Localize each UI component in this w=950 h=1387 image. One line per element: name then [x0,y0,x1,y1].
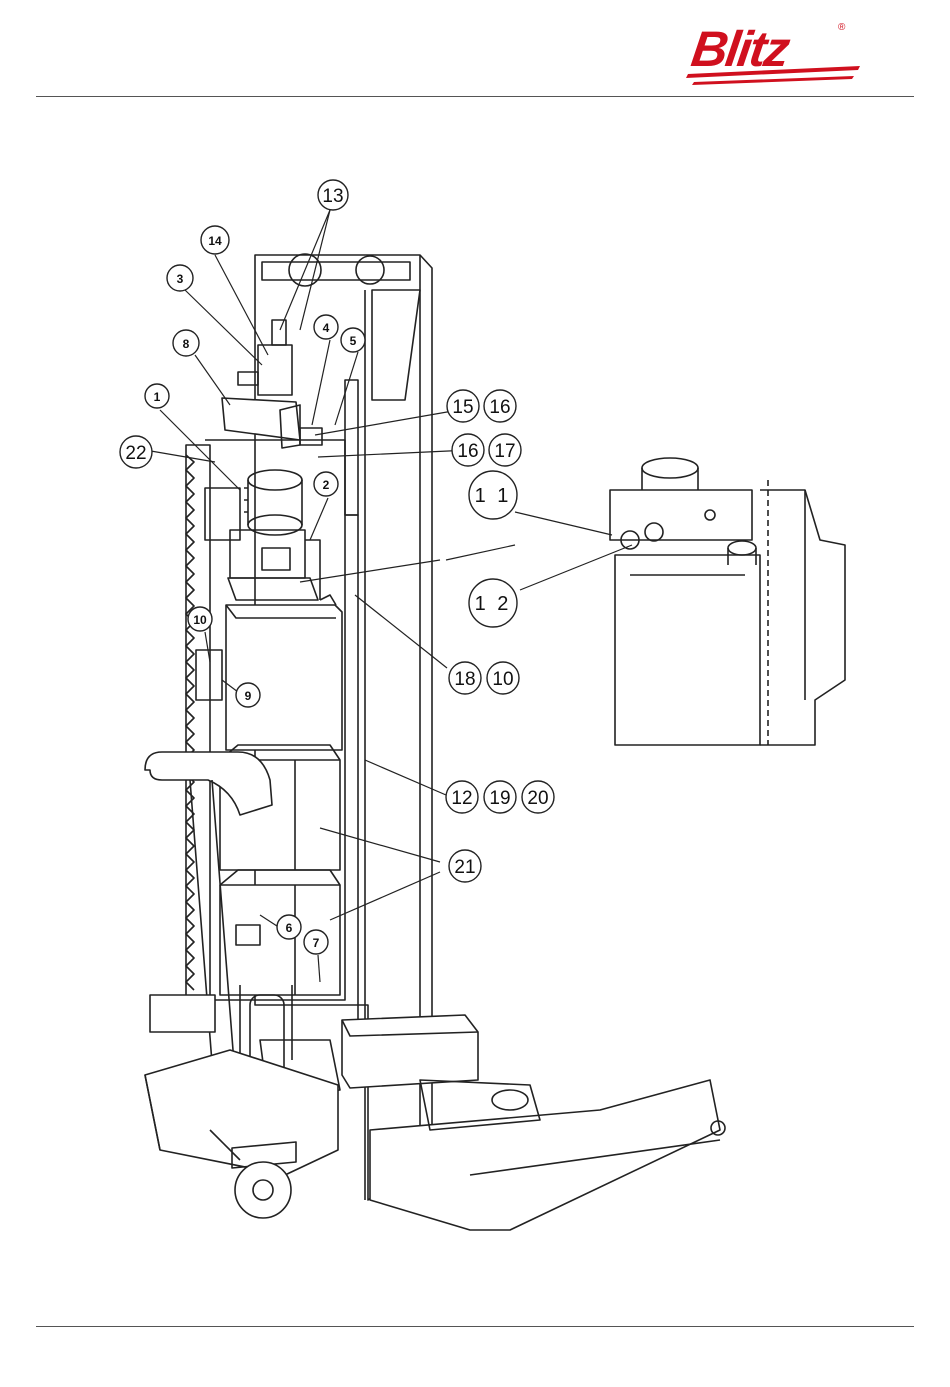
callout-9: 9 [245,689,252,703]
callout-12: 12 [451,788,472,809]
callout-15: 15 [452,397,473,418]
callout-13: 13 [322,186,343,207]
callout-2: 2 [323,478,330,492]
callout-18: 18 [454,669,475,690]
callout-5: 5 [350,334,357,348]
callout-7: 7 [313,936,320,950]
callout-3: 3 [177,272,184,286]
callout-14: 14 [208,234,222,248]
callout-16-upper: 16 [489,397,510,418]
pump-detail-inset [610,458,860,745]
callout-22: 22 [125,443,146,464]
callout-16-lower: 16 [457,441,478,462]
callout-4: 4 [323,321,330,335]
callout-8: 8 [183,337,190,351]
callout-17: 17 [494,441,515,462]
callout-20: 20 [527,788,548,809]
callout-11: 1 1 [475,485,512,507]
callout-21: 21 [454,857,475,878]
callout-6: 6 [286,921,293,935]
callout-10-left: 10 [193,613,207,627]
callout-10-right: 10 [492,669,513,690]
callout-19: 19 [489,788,510,809]
callout-12-inset: 1 2 [475,593,512,615]
callout-1: 1 [154,390,161,404]
